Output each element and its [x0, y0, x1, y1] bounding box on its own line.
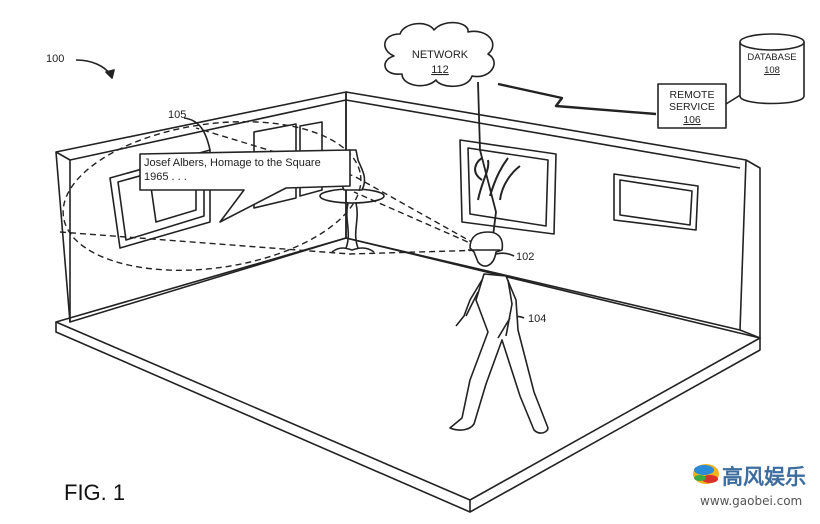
network-ref: 112 — [431, 64, 449, 76]
right-wall-paintings — [459, 139, 699, 235]
network-connection — [477, 81, 497, 245]
ref-label-102: 102 — [516, 251, 534, 263]
ref-label-104: 104 — [528, 313, 546, 325]
leader-100 — [75, 59, 111, 75]
network-label: NETWORK — [412, 49, 469, 61]
leader-102 — [495, 252, 515, 257]
remote-service-label-line1: REMOTE — [670, 89, 715, 101]
callout-box — [139, 149, 351, 223]
leader-105 — [183, 117, 211, 151]
room — [55, 91, 761, 513]
figure-caption: FIG. 1 — [64, 480, 125, 505]
ref-label-105: 105 — [168, 109, 186, 121]
callout-text-line2: 1965 . . . — [144, 171, 187, 183]
watermark-url: www.gaobei.com — [700, 494, 802, 508]
framed-painting — [459, 139, 557, 235]
remote-service-ref: 106 — [683, 114, 701, 126]
remote-service-box — [657, 83, 727, 129]
database-cylinder — [739, 33, 805, 105]
network-cloud — [384, 21, 495, 88]
watermark-logo-icon — [693, 464, 719, 484]
floor — [55, 237, 761, 501]
watermark-brand: 高风娱乐 — [722, 465, 806, 489]
user-person — [449, 231, 549, 434]
database-ref: 108 — [764, 65, 780, 76]
database-label: DATABASE — [747, 52, 796, 63]
watermark: 高风娱乐 www.gaobei.com — [693, 464, 806, 508]
wireless-link — [497, 82, 657, 116]
ref-label-100: 100 — [46, 53, 64, 65]
right-painting — [613, 173, 699, 231]
callout-text-line1: Josef Albers, Homage to the Square — [144, 157, 321, 169]
remote-service-label-line2: SERVICE — [669, 101, 715, 113]
